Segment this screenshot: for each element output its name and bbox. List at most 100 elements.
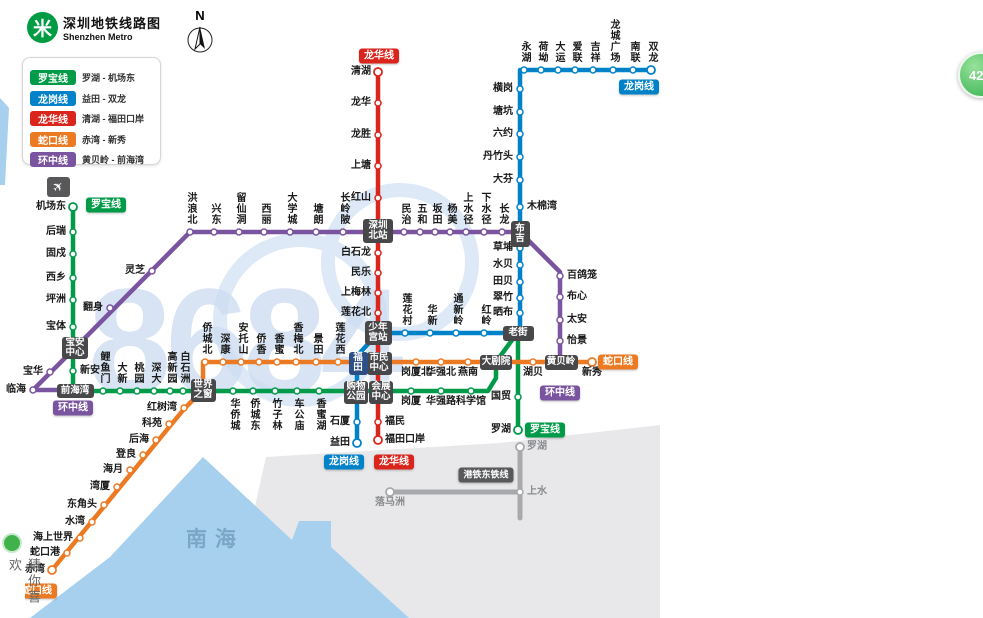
station-dot-竹子林 (271, 387, 279, 395)
station-dot-兴东 (210, 228, 218, 236)
station-dot-莲花北 (374, 309, 382, 317)
legend-row-蛇口线: 蛇口线赤湾 - 新秀 (30, 131, 126, 147)
station-dot-红山 (374, 194, 382, 202)
station-dot-湖贝 (529, 358, 537, 366)
station-label-长岭陂: 长岭陂 (338, 192, 349, 225)
station-dot-莲花村 (401, 329, 409, 337)
station-dot-福民 (374, 418, 382, 426)
station-dot-固戍 (69, 250, 77, 258)
station-label-民乐: 民乐 (351, 267, 371, 278)
line-badge-环中线: 环中线 (540, 385, 580, 401)
station-dot-香蜜 (273, 358, 281, 366)
station-label-翠竹: 翠竹 (493, 292, 513, 303)
guess-you-like-label[interactable]: 猜你喜欢 (7, 558, 41, 606)
station-label-红树湾: 红树湾 (147, 402, 177, 413)
legend-line-range: 清湖 - 福田口岸 (82, 114, 144, 124)
station-dot-通新岭 (452, 329, 460, 337)
legend-line-range: 罗湖 - 机场东 (82, 73, 135, 83)
station-label-下水径: 下水径 (479, 192, 490, 225)
station-label-五和: 五和 (415, 203, 426, 225)
station-label-华新: 华新 (425, 304, 436, 326)
station-label-侨城北: 侨城北 (200, 322, 211, 355)
station-label-深康: 深康 (218, 333, 229, 355)
station-label-华侨城: 华侨城 (228, 398, 239, 431)
station-dot-塘坑 (516, 108, 524, 116)
station-label-后海: 后海 (129, 434, 149, 445)
station-label-安托山: 安托山 (236, 322, 247, 355)
station-label-六约: 六约 (493, 128, 513, 139)
station-dot-龙城广场 (609, 66, 617, 74)
station-dot-杨美 (446, 228, 454, 236)
station-label-湖贝: 湖贝 (523, 367, 543, 378)
station-dot-上塘 (374, 162, 382, 170)
legend-line-range: 黄贝岭 - 前海湾 (82, 155, 144, 165)
station-label-香蜜湖: 香蜜湖 (314, 398, 325, 431)
line-badge-环中线: 环中线 (53, 400, 93, 416)
legend-row-罗宝线: 罗宝线罗湖 - 机场东 (30, 70, 135, 85)
station-dot-宝华 (46, 368, 54, 376)
station-label-宝华: 宝华 (23, 366, 43, 377)
metro-logo-icon: 米 (27, 12, 58, 43)
station-label-上梅林: 上梅林 (341, 287, 371, 298)
map-title: 深圳地铁线路图 (63, 16, 162, 31)
station-label-罗湖: 罗湖 (491, 424, 511, 435)
station-label-水湾: 水湾 (65, 516, 85, 527)
station-dot-岗厦 (407, 387, 415, 395)
legend-line-range: 益田 - 双龙 (82, 93, 126, 104)
line-badge-罗宝线: 罗宝线 (86, 197, 126, 213)
line-badge-罗宝线: 罗宝线 (525, 422, 565, 438)
station-dot-罗湖 (513, 425, 523, 435)
station-dot-华强路 (437, 387, 445, 395)
station-dot-留仙洞 (235, 228, 243, 236)
station-label-岗厦北: 岗厦北 (401, 367, 431, 378)
station-dot-岗厦北 (412, 358, 420, 366)
station-dot-石厦 (353, 418, 361, 426)
interchange-box-黄贝岭: 黄贝岭 (544, 354, 578, 370)
station-label-东角头: 东角头 (67, 499, 97, 510)
station-dot-香蜜湖 (315, 387, 323, 395)
station-label-怡景: 怡景 (567, 335, 587, 346)
station-dot-白石龙 (374, 249, 382, 257)
station-dot-华强北 (437, 358, 445, 366)
station-dot-丹竹头 (516, 153, 524, 161)
station-dot-海月 (126, 466, 134, 474)
compass-north-label: N (195, 8, 205, 23)
sea-label: 南海 (186, 528, 244, 551)
line-longgang (354, 67, 654, 446)
legend-row-龙华线: 龙华线清湖 - 福田口岸 (30, 111, 144, 126)
station-label-竹子林: 竹子林 (270, 398, 281, 431)
station-label-红山: 红山 (351, 192, 371, 203)
interchange-box-宝安中心: 宝安中心 (62, 337, 88, 359)
station-dot-大新 (116, 387, 124, 395)
station-dot-西丽 (260, 228, 268, 236)
station-dot-高新园 (166, 387, 174, 395)
station-dot-宝体 (69, 323, 77, 331)
station-label-龙胜: 龙胜 (351, 129, 371, 140)
station-dot-洪浪北 (186, 228, 194, 236)
station-label-布心: 布心 (567, 291, 587, 302)
station-label-后瑞: 后瑞 (46, 226, 66, 237)
station-label-科苑: 科苑 (142, 418, 162, 429)
station-label-侨城东: 侨城东 (248, 398, 259, 431)
station-label-深大: 深大 (149, 362, 160, 384)
compass: N (184, 8, 216, 62)
station-label-燕南: 燕南 (458, 367, 478, 378)
guess-you-like-panel[interactable]: 猜你喜欢 (0, 515, 41, 618)
station-dot-侨香 (255, 358, 263, 366)
station-label-大运: 大运 (553, 41, 564, 63)
station-dot-六约 (516, 130, 524, 138)
station-label-鲤鱼门: 鲤鱼门 (98, 351, 109, 384)
station-label-永湖: 永湖 (519, 41, 530, 63)
station-label-上水径: 上水径 (461, 192, 472, 225)
station-dot-临海 (29, 386, 37, 394)
station-label-西乡: 西乡 (46, 272, 66, 283)
legend-row-龙岗线: 龙岗线益田 - 双龙 (30, 90, 126, 106)
station-dot-布心 (556, 293, 564, 301)
station-dot-晒布 (516, 309, 524, 317)
station-dot-五和 (416, 228, 424, 236)
station-dot-科苑 (165, 420, 173, 428)
station-label-龙华: 龙华 (351, 97, 371, 108)
station-label-科学馆: 科学馆 (456, 396, 486, 407)
station-dot-翠竹 (516, 294, 524, 302)
